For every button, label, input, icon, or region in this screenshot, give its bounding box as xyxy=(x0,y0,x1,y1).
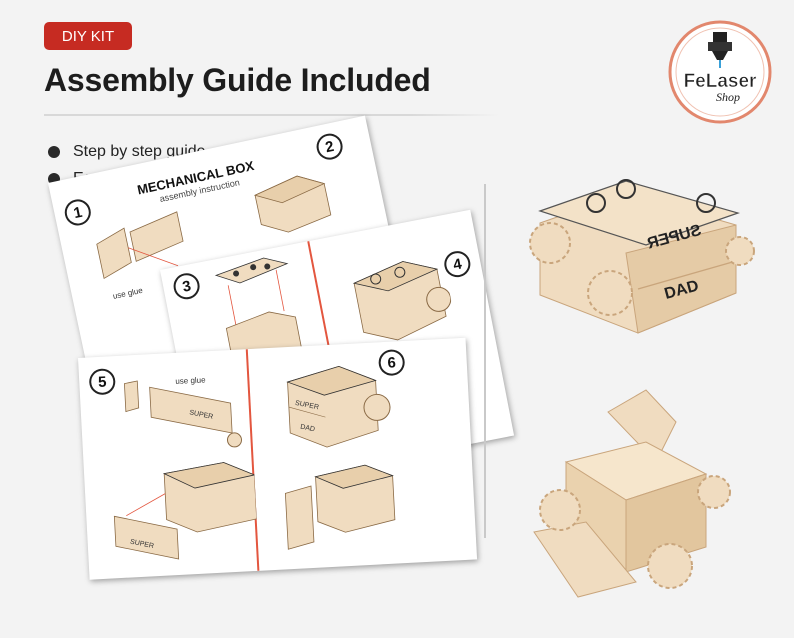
glue-note: use glue xyxy=(112,285,144,301)
felaser-shop-logo: FeLaser Shop xyxy=(668,20,772,124)
panel-drawing xyxy=(96,211,184,280)
step-number: 4 xyxy=(442,248,473,280)
title-underline xyxy=(44,114,499,116)
logo-sub-text: Shop xyxy=(716,90,740,104)
box-with-text-drawing: SUPER DAD xyxy=(286,365,391,448)
final-box-drawing xyxy=(284,464,396,550)
engraving-text: SUPER xyxy=(294,400,319,411)
bullet-icon xyxy=(48,145,60,158)
diy-kit-badge: DIY KIT xyxy=(44,22,132,50)
page-title: Assembly Guide Included xyxy=(44,62,431,98)
closed-box-photo: SUPER DAD xyxy=(529,179,755,334)
step-number: 3 xyxy=(171,270,202,302)
step-number: 5 xyxy=(88,368,116,396)
instruction-sheet-2: 3 4 xyxy=(160,209,515,496)
engraving-text: DAD xyxy=(300,424,316,434)
final-assembly-drawing: SUPER xyxy=(113,462,258,560)
logo-brand-text: FeLaser xyxy=(684,71,757,92)
step-number: 1 xyxy=(62,197,94,228)
side-panel-drawing: SUPER xyxy=(123,380,243,448)
engraving-text: SUPER xyxy=(129,539,154,550)
engraving-text: SUPER xyxy=(189,409,214,420)
frame-drawing xyxy=(253,175,332,233)
instruction-sheet-1: 1 2 MECHANICAL BOX assembly instruction … xyxy=(48,115,416,422)
open-box-photo xyxy=(533,389,731,598)
section-divider xyxy=(484,184,486,538)
instruction-sheet-3: 5 6 use glue SUPER SUPER DAD SUPER xyxy=(78,337,478,580)
assembled-box-drawing xyxy=(352,261,452,341)
step-number: 2 xyxy=(314,131,346,163)
